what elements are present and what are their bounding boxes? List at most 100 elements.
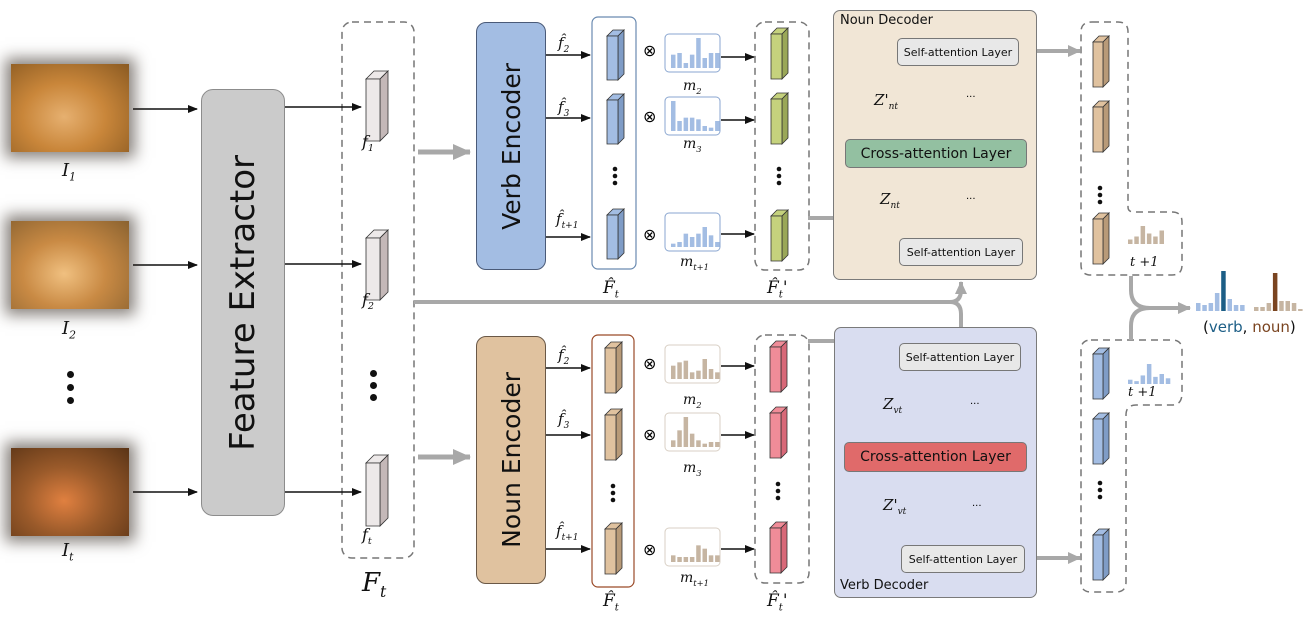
multiply-operator-icon: ⊗ bbox=[643, 107, 657, 126]
verb-output-cube bbox=[770, 209, 789, 262]
verb-mask-bar bbox=[708, 53, 714, 68]
noun-mask-bar bbox=[696, 440, 701, 447]
input-frame-1 bbox=[11, 64, 129, 152]
noun-output-merge bbox=[1129, 276, 1191, 314]
noun-output-cube bbox=[769, 521, 788, 574]
noun-final-ellipsis bbox=[1097, 199, 1103, 205]
z-prime-nt-ellipsis: ... bbox=[966, 89, 976, 100]
verb-output-cube bbox=[770, 27, 789, 80]
noun-mask-bar bbox=[677, 430, 682, 447]
noun-decoder-bottom-self-attention: Self-attention Layer bbox=[899, 238, 1023, 266]
noun-decoder-title: Noun Decoder bbox=[840, 13, 933, 28]
features-to-noun-decoder bbox=[414, 281, 967, 304]
verb-encoded-cube bbox=[606, 29, 625, 81]
verb-mask-bar bbox=[671, 54, 676, 68]
noun-final-ellipsis bbox=[1097, 185, 1103, 191]
verb-mask-bar bbox=[683, 233, 689, 247]
verb-output-bar bbox=[1128, 379, 1133, 384]
verb-output-bar bbox=[1153, 376, 1158, 384]
verb-input-label-2: f̂2 bbox=[558, 34, 570, 55]
noun-mask-bar bbox=[708, 369, 714, 379]
noun-mask-bar bbox=[683, 557, 689, 562]
verb-mask-bar bbox=[677, 242, 682, 247]
verb-encoded-cube bbox=[606, 208, 625, 260]
verb-mask-bar bbox=[696, 119, 701, 131]
features-group-border bbox=[341, 21, 415, 559]
noun-encoded-group-border bbox=[591, 334, 635, 588]
final-verb-bar bbox=[1214, 293, 1220, 311]
final-verb-bar bbox=[1202, 305, 1207, 311]
final-verb-bar bbox=[1233, 305, 1239, 311]
noun-output-cube bbox=[769, 340, 788, 393]
verb-mask-bar bbox=[715, 121, 720, 131]
noun-final-cube bbox=[1092, 212, 1110, 265]
verb-encoded-ellipsis bbox=[612, 173, 618, 179]
z-nt-label: Znt bbox=[880, 190, 900, 211]
final-noun-bar bbox=[1279, 301, 1284, 311]
final-noun-bar bbox=[1291, 303, 1297, 311]
noun-mask-bar bbox=[671, 365, 676, 379]
noun-output-group-border bbox=[754, 334, 810, 584]
frame-label-1: I1 bbox=[62, 160, 76, 184]
final-noun-bar bbox=[1285, 301, 1290, 311]
z-prime-vt-ellipsis: ... bbox=[972, 498, 982, 509]
verb-mask-label-3: m3 bbox=[683, 136, 702, 154]
noun-encoder-block: Noun Encoder bbox=[476, 336, 546, 584]
final-verb-label: verb bbox=[1208, 318, 1243, 336]
noun-encoded-group-label: F̂t bbox=[603, 591, 619, 614]
feature-extractor-label: Feature Extractor bbox=[223, 154, 263, 451]
verb-output-cube bbox=[770, 92, 789, 145]
verb-output-group-border bbox=[754, 21, 810, 271]
verb-encoded-group-label: F̂t bbox=[603, 278, 619, 301]
verb-output-step-label: t +1 bbox=[1128, 385, 1157, 400]
verb-decoder-cross-attention: Cross-attention Layer bbox=[844, 442, 1027, 472]
verb-mask-bar bbox=[702, 126, 707, 131]
noun-mask-bar bbox=[671, 440, 676, 447]
verb-mask-bar bbox=[702, 227, 707, 247]
final-verb-bar bbox=[1227, 299, 1232, 311]
verb-mask-bar bbox=[677, 121, 682, 131]
frame-label-2: I2 bbox=[62, 318, 76, 342]
feature-extractor-block: Feature Extractor bbox=[201, 89, 285, 516]
noun-mask-bar bbox=[689, 372, 695, 379]
verb-decoder-title: Verb Decoder bbox=[840, 578, 929, 593]
noun-mask-bar bbox=[702, 443, 707, 447]
verb-final-ellipsis bbox=[1097, 480, 1103, 486]
verb-output-ellipsis bbox=[776, 180, 782, 186]
noun-final-cube bbox=[1092, 100, 1110, 153]
noun-mask-bar bbox=[671, 555, 676, 562]
noun-encoded-ellipsis bbox=[610, 483, 616, 489]
noun-input-label-3: f̂3 bbox=[558, 410, 570, 431]
noun-mask-bar bbox=[702, 548, 707, 562]
noun-mask-bar bbox=[683, 360, 689, 379]
verb-output-ellipsis bbox=[776, 166, 782, 172]
verb-mask-bar bbox=[671, 243, 676, 247]
z-vt-ellipsis: ... bbox=[970, 396, 980, 407]
noun-input-label-t1: f̂t+1 bbox=[556, 522, 579, 543]
noun-output-ellipsis bbox=[775, 495, 781, 501]
noun-mask-label-3: m3 bbox=[683, 460, 702, 478]
features-group-label: Ft bbox=[362, 568, 387, 602]
verb-mask-bar bbox=[702, 58, 707, 68]
verb-final-cube bbox=[1092, 412, 1110, 465]
noun-output-step-label: t +1 bbox=[1130, 255, 1159, 270]
final-prediction-label: (verb, noun) bbox=[1203, 318, 1296, 336]
verb-final-ellipsis bbox=[1097, 494, 1103, 500]
verb-encoded-group-border bbox=[591, 16, 637, 270]
verb-encoded-ellipsis bbox=[612, 180, 618, 186]
feature-cube-2 bbox=[365, 229, 389, 301]
noun-mask-bar bbox=[715, 555, 720, 562]
noun-mask-bar bbox=[677, 362, 682, 379]
noun-mask-bar bbox=[715, 442, 720, 447]
noun-mask-bar bbox=[689, 433, 695, 447]
verb-final-cube bbox=[1092, 347, 1110, 400]
noun-encoder-label: Noun Encoder bbox=[496, 372, 526, 548]
noun-output-bar bbox=[1159, 230, 1164, 244]
noun-encoded-ellipsis bbox=[610, 497, 616, 503]
verb-encoder-block: Verb Encoder bbox=[476, 22, 546, 270]
noun-mask-bar bbox=[708, 555, 714, 562]
verb-output-group-label: F̂t' bbox=[767, 278, 788, 301]
final-verb-bar bbox=[1240, 305, 1245, 311]
verb-mask-bar bbox=[715, 53, 720, 68]
